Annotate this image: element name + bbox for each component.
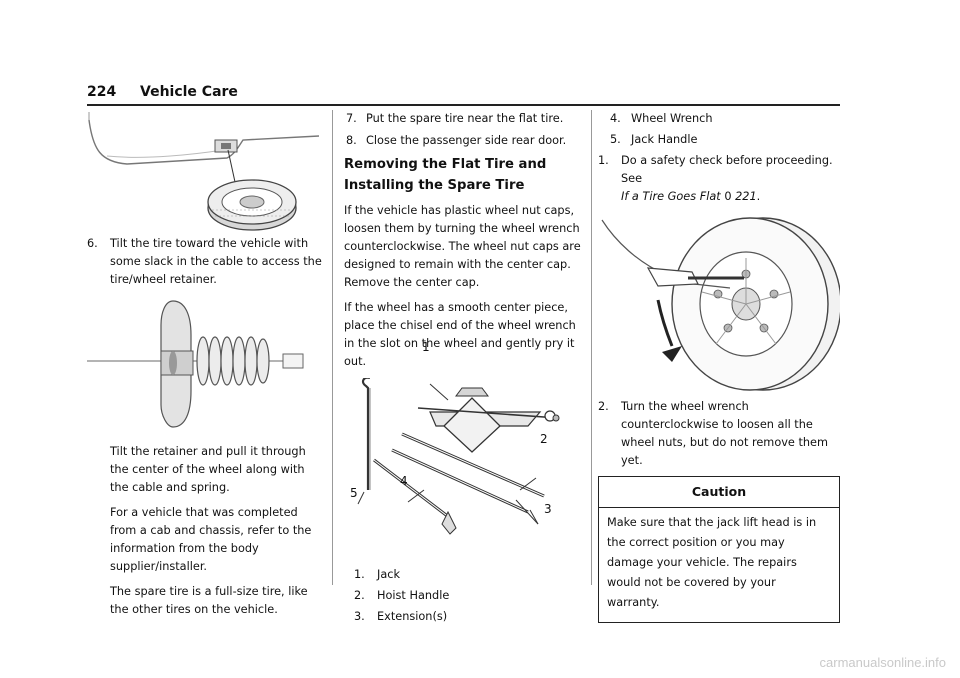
page-header: 224 Vehicle Care [87, 82, 840, 106]
tools-list-part-1: 1. Jack 2. Hoist Handle 3. Extension(s) [344, 566, 582, 626]
caution-box: Caution Make sure that the jack lift hea… [598, 476, 840, 623]
section-heading: Removing the Flat Tire and Installing th… [344, 157, 547, 193]
jack-and-tools-illustration [357, 378, 560, 535]
cross-reference-link[interactable]: If a Tire Goes Flat [621, 190, 721, 203]
column-2: 7. Put the spare tire near the flat tire… [344, 110, 582, 629]
tools-list-part-2: 4. Wheel Wrench 5. Jack Handle [598, 110, 840, 149]
step-number: 1. [598, 154, 609, 167]
tire-retainer-illustration [87, 300, 304, 428]
callout-1: 1 [422, 340, 430, 354]
column-1: 6. Tilt the tire toward the vehicle with… [87, 110, 323, 626]
list-item: 2. Hoist Handle [354, 589, 450, 602]
step-6: 6. Tilt the tire toward the vehicle with… [87, 235, 323, 289]
step-text: Close the passenger side rear door. [366, 134, 567, 147]
spare-tire-lowered-illustration [88, 112, 320, 231]
page-ref-symbol: 0 [724, 190, 732, 203]
column-3: 4. Wheel Wrench 5. Jack Handle 1. Do a s… [598, 110, 840, 623]
list-item: 4. Wheel Wrench [610, 112, 713, 125]
step-text: Tilt the tire toward the vehicle with so… [110, 237, 322, 286]
callout-2: 2 [540, 432, 548, 446]
column-divider-1 [332, 110, 333, 585]
step-8: 8. Close the passenger side rear door. [344, 132, 582, 150]
step-text: Put the spare tire near the flat tire. [366, 112, 564, 125]
wheel-nut-caps-paragraph: If the vehicle has plastic wheel nut cap… [344, 204, 581, 289]
loosen-wheel-nuts-illustration [601, 217, 840, 391]
caution-text: Make sure that the jack lift head is in … [607, 516, 817, 609]
step-number: 8. [346, 134, 357, 147]
watermark: carmanualsonline.info [819, 655, 946, 670]
step-number: 2. [598, 400, 609, 413]
list-item: 3. Extension(s) [354, 610, 448, 623]
column-divider-2 [591, 110, 592, 585]
page-number: 224 [87, 84, 117, 100]
step-text: Turn the wheel wrench counterclockwise t… [621, 400, 828, 467]
callout-4: 4 [400, 474, 408, 488]
step-7: 7. Put the spare tire near the flat tire… [344, 110, 582, 128]
callout-5: 5 [350, 486, 358, 500]
cab-chassis-paragraph: For a vehicle that was completed from a … [110, 506, 312, 573]
page-ref-number: 221 [735, 190, 757, 203]
header-rule [87, 104, 840, 106]
step-2: 2. Turn the wheel wrench counterclockwis… [598, 398, 840, 470]
list-item: 1. Jack [354, 568, 401, 581]
caution-title: Caution [599, 477, 839, 508]
step-1: 1. Do a safety check before proceeding. … [598, 154, 833, 203]
step-number: 6. [87, 237, 98, 250]
full-size-tire-paragraph: The spare tire is a full-size tire, like… [110, 585, 308, 616]
section-title: Vehicle Care [140, 84, 238, 100]
callout-3: 3 [544, 502, 552, 516]
step-number: 7. [346, 112, 357, 125]
smooth-center-paragraph: If the wheel has a smooth center piece, … [344, 301, 576, 368]
retainer-paragraph: Tilt the retainer and pull it through th… [110, 445, 306, 494]
list-item: 5. Jack Handle [610, 133, 698, 146]
step-text: Do a safety check before proceeding. See [621, 154, 833, 185]
